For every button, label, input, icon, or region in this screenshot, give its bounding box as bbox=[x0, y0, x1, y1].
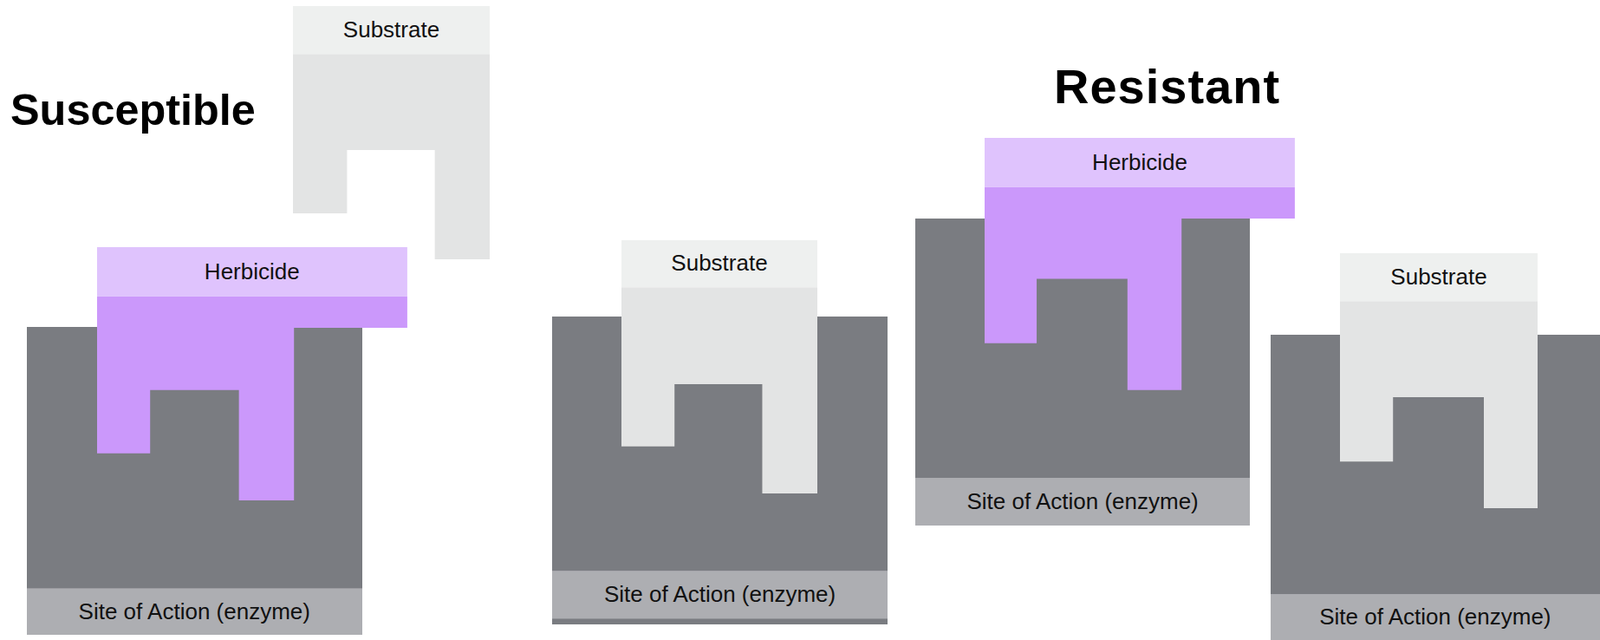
text-holder: Substrate bbox=[292, 6, 490, 54]
shape-header bbox=[621, 240, 818, 287]
substrate-shape: Substrate bbox=[1339, 253, 1538, 508]
enzyme-body bbox=[915, 218, 1250, 526]
shape-outline bbox=[292, 6, 490, 260]
enzyme-label: Site of Action (enzyme) bbox=[966, 487, 1198, 515]
enzyme-body bbox=[1270, 334, 1600, 640]
section-heading: Resistant bbox=[1053, 58, 1281, 115]
substrate-label: Substrate bbox=[670, 249, 768, 277]
label-strip bbox=[26, 587, 363, 635]
text-holder: Herbicide bbox=[97, 247, 408, 297]
label-strip bbox=[915, 477, 1250, 526]
text-holder: Substrate bbox=[1339, 253, 1538, 301]
shape-outline bbox=[621, 240, 818, 494]
herbicide-label: Herbicide bbox=[204, 258, 300, 286]
enzyme-body bbox=[552, 316, 888, 625]
text-holder: Substrate bbox=[621, 240, 818, 287]
substrate-label: Substrate bbox=[1390, 263, 1487, 291]
text-holder: Site of Action (enzyme) bbox=[26, 587, 363, 635]
substrate-shape: Substrate bbox=[621, 240, 818, 494]
text-holder: Herbicide bbox=[984, 137, 1295, 188]
shape-header bbox=[984, 137, 1295, 188]
herbicide-label: Herbicide bbox=[1092, 149, 1188, 176]
enzyme-label: Site of Action (enzyme) bbox=[1319, 603, 1551, 631]
enzyme-label: Site of Action (enzyme) bbox=[78, 598, 311, 625]
herbicide-shape: Herbicide bbox=[984, 137, 1295, 391]
text-holder: Site of Action (enzyme) bbox=[1270, 593, 1600, 640]
text-holder: Site of Action (enzyme) bbox=[915, 477, 1250, 526]
label-strip bbox=[552, 570, 888, 618]
substrate-label: Substrate bbox=[343, 16, 440, 44]
shape-header bbox=[97, 247, 408, 297]
enzyme-body bbox=[26, 326, 363, 636]
section-heading: Susceptible bbox=[10, 84, 256, 136]
shape-outline bbox=[984, 137, 1295, 391]
herbicide-shape: Herbicide bbox=[97, 247, 408, 501]
enzyme-label: Site of Action (enzyme) bbox=[604, 580, 836, 608]
shape-outline bbox=[1339, 253, 1538, 508]
shape-header bbox=[1339, 253, 1538, 301]
text-holder: Site of Action (enzyme) bbox=[552, 570, 888, 618]
shape-header bbox=[292, 6, 490, 54]
substrate-shape: Substrate bbox=[292, 6, 490, 260]
shape-body bbox=[292, 53, 490, 260]
label-strip bbox=[1270, 593, 1600, 640]
shape-outline bbox=[97, 247, 408, 501]
